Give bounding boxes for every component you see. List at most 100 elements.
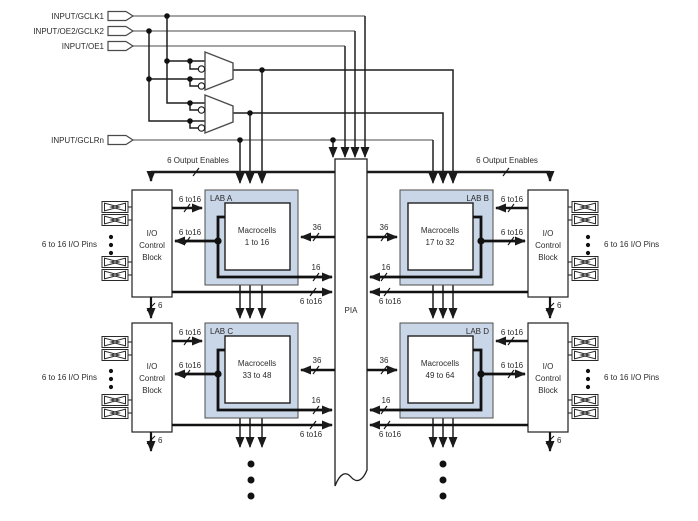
lab-a-feedback-path	[174, 215, 333, 282]
continuation-dots	[247, 460, 447, 500]
junction-dot	[477, 237, 485, 245]
io-buffer-icon	[571, 201, 599, 213]
io-pins-top-right: 6 to 16 I/O Pins	[568, 201, 659, 281]
bus-label-6: 6	[158, 301, 163, 310]
io-buffer-icon	[571, 407, 599, 419]
lab-a-macrocells-line1: Macrocells	[238, 226, 276, 235]
input-pin-gclrn-icon	[107, 134, 134, 146]
pin-ellipsis	[585, 368, 591, 390]
lab-a-macrocells-line2: 1 to 16	[245, 238, 270, 247]
io-control-block-top-left: I/O Control Block	[131, 189, 173, 298]
ioc-text: Control	[535, 374, 561, 383]
bus-arrows	[146, 203, 555, 452]
lab-c: LAB C Macrocells 33 to 48	[174, 322, 333, 419]
lab-a: LAB A Macrocells 1 to 16	[174, 189, 333, 286]
io-buffer-icon	[101, 349, 129, 361]
ioc-text: Control	[535, 241, 561, 250]
io-buffer-icon	[101, 336, 129, 348]
input-pin-gclk1-icon	[107, 10, 134, 22]
io-buffer-icon	[101, 407, 129, 419]
ioc-text: Block	[538, 386, 559, 395]
ioc-box	[527, 322, 569, 433]
ioc-text: I/O	[543, 362, 554, 371]
bus-label-6to16: 6 to16	[501, 195, 524, 204]
lab-d-label: LAB D	[466, 327, 489, 336]
input-label-gclk1: INPUT/GCLK1	[52, 12, 105, 21]
bus-label-6: 6	[557, 436, 562, 445]
bus-label-6to16: 6 to16	[501, 228, 524, 237]
lab-c-label: LAB C	[210, 327, 233, 336]
ioc-text: Block	[142, 386, 163, 395]
pin-ellipsis	[108, 368, 114, 390]
lab-a-label: LAB A	[210, 194, 233, 203]
io-control-block-top-right: I/O Control Block	[527, 189, 569, 298]
io-pins-label: 6 to 16 I/O Pins	[604, 240, 659, 249]
lab-d-macrocell-box	[407, 335, 474, 404]
bus-label-6to16: 6 to16	[179, 228, 202, 237]
lab-b-macrocell-box	[407, 202, 474, 271]
bus-label-6to16: 6 to16	[179, 328, 202, 337]
input-label-oe2gclk2: INPUT/OE2/GCLK2	[33, 27, 104, 36]
io-buffer-icon	[101, 256, 129, 268]
ioc-box	[131, 322, 173, 433]
io-pins-label: 6 to 16 I/O Pins	[42, 240, 97, 249]
io-buffer-icon	[571, 256, 599, 268]
lab-c-macrocell-box	[224, 335, 291, 404]
ioc-text: Block	[142, 253, 163, 262]
bus-label-36: 36	[380, 356, 389, 365]
junction-dot	[214, 237, 222, 245]
junction-dot	[477, 370, 485, 378]
io-buffer-icon	[571, 214, 599, 226]
bus-label-6to16: 6 to16	[179, 361, 202, 370]
lab-c-macrocells-line2: 33 to 48	[243, 371, 272, 380]
bus-label-16: 16	[312, 263, 321, 272]
io-pins-label: 6 to 16 I/O Pins	[42, 373, 97, 382]
bus-width-ticks	[146, 167, 555, 445]
ioc-text: I/O	[147, 362, 158, 371]
ioc-box	[131, 189, 173, 298]
io-buffer-icon	[101, 201, 129, 213]
pin-ellipsis	[108, 234, 114, 256]
bus-label-6to16: 6 to16	[300, 297, 323, 306]
lab-b-label: LAB B	[466, 194, 489, 203]
bus-label-6to16: 6 to16	[379, 430, 402, 439]
bus-label-6to16: 6 to16	[179, 195, 202, 204]
ioc-text: Block	[538, 253, 559, 262]
bus-label-6to16: 6 to16	[379, 297, 402, 306]
pia-box	[334, 158, 368, 487]
io-buffer-icon	[571, 349, 599, 361]
input-label-oe1: INPUT/OE1	[62, 42, 105, 51]
oe-label-left: 6 Output Enables	[167, 156, 229, 165]
pia-label: PIA	[345, 306, 359, 315]
input-label-gclrn: INPUT/GCLRn	[51, 136, 104, 145]
bus-label-6: 6	[158, 436, 163, 445]
input-pin-oe2gclk2-icon	[107, 25, 134, 37]
inverter-bubbles	[197, 65, 206, 132]
io-buffer-icon	[101, 394, 129, 406]
lab-c-macrocells-line1: Macrocells	[238, 359, 276, 368]
bus-label-16: 16	[382, 263, 391, 272]
output-enable-arrows: 6 Output Enables 6 Output Enables	[146, 156, 555, 182]
global-routing	[233, 16, 458, 448]
clock-mux-network	[148, 16, 234, 135]
junction-dot	[214, 370, 222, 378]
io-buffer-icon	[571, 394, 599, 406]
ioc-text: Control	[139, 241, 165, 250]
ioc-box	[527, 189, 569, 298]
bus-labels: 6 to16 6 to16 6 to16 6 to16 6 to16 6 to1…	[158, 195, 562, 445]
lab-b-macrocells-line2: 17 to 32	[426, 238, 455, 247]
io-pins-bottom-right: 6 to 16 I/O Pins	[568, 336, 659, 419]
pin-ellipsis	[585, 234, 591, 256]
io-pins-label: 6 to 16 I/O Pins	[604, 373, 659, 382]
bus-label-6to16: 6 to16	[300, 430, 323, 439]
lab-d-macrocells-line2: 49 to 64	[426, 371, 455, 380]
input-pin-oe1-icon	[107, 40, 134, 52]
bus-label-6: 6	[557, 301, 562, 310]
bus-label-16: 16	[312, 396, 321, 405]
bus-label-36: 36	[313, 356, 322, 365]
lab-d-macrocells-line1: Macrocells	[421, 359, 459, 368]
lab-a-macrocell-box	[224, 202, 291, 271]
clock-mux-2	[204, 93, 234, 135]
io-pins-bottom-left: 6 to 16 I/O Pins	[42, 336, 132, 419]
